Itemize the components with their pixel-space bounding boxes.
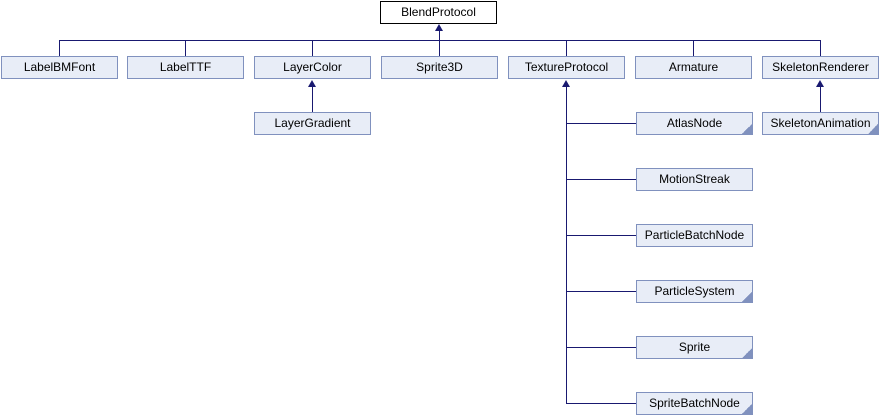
node-skeletonanimation-label: SkeletonAnimation xyxy=(770,116,871,130)
node-labelbmfont-label: LabelBMFont xyxy=(23,60,96,74)
edge-stub-labelttf xyxy=(185,40,186,57)
arrowhead-to-blendprotocol xyxy=(435,24,443,31)
node-particlebatchnode[interactable]: ParticleBatchNode xyxy=(636,224,753,247)
truncated-corner-icon xyxy=(742,348,752,358)
node-motionstreak-label: MotionStreak xyxy=(659,172,730,186)
truncated-corner-icon xyxy=(868,124,878,134)
edge-blendprotocol-stem xyxy=(439,30,440,40)
truncated-corner-icon xyxy=(742,124,752,134)
arrowhead-to-textureprotocol xyxy=(562,80,570,87)
node-particlesystem[interactable]: ParticleSystem xyxy=(636,280,753,303)
node-labelbmfont[interactable]: LabelBMFont xyxy=(1,56,118,79)
arrowhead-to-layercolor xyxy=(308,80,316,87)
edge-branch-atlasnode xyxy=(566,123,636,124)
edge-textureprotocol-trunk xyxy=(566,86,567,404)
edge-stub-labelbmfont xyxy=(59,40,60,57)
node-atlasnode-label: AtlasNode xyxy=(666,116,723,130)
truncated-corner-icon xyxy=(742,404,752,414)
edge-bus xyxy=(59,40,821,41)
edge-stub-sprite3d xyxy=(439,40,440,57)
node-armature-label: Armature xyxy=(668,60,719,74)
node-spritebatchnode-label: SpriteBatchNode xyxy=(649,396,740,410)
node-layergradient-label: LayerGradient xyxy=(274,116,351,130)
edge-stub-textureprotocol xyxy=(566,40,567,57)
node-layercolor[interactable]: LayerColor xyxy=(254,56,371,79)
edge-branch-particlesystem xyxy=(566,291,636,292)
node-labelttf-label: LabelTTF xyxy=(159,60,212,74)
edge-branch-spritebatchnode xyxy=(566,403,636,404)
node-textureprotocol-label: TextureProtocol xyxy=(524,60,609,74)
edge-branch-particlebatchnode xyxy=(566,235,636,236)
node-motionstreak[interactable]: MotionStreak xyxy=(636,168,753,191)
node-layergradient[interactable]: LayerGradient xyxy=(254,112,371,135)
node-labelttf[interactable]: LabelTTF xyxy=(127,56,244,79)
edge-stub-armature xyxy=(693,40,694,57)
edge-branch-sprite xyxy=(566,347,636,348)
node-skeletonanimation[interactable]: SkeletonAnimation xyxy=(762,112,879,135)
node-sprite[interactable]: Sprite xyxy=(636,336,753,359)
node-textureprotocol[interactable]: TextureProtocol xyxy=(508,56,625,79)
node-skeletonrenderer-label: SkeletonRenderer xyxy=(772,60,869,74)
truncated-corner-icon xyxy=(742,292,752,302)
node-particlebatchnode-label: ParticleBatchNode xyxy=(644,228,745,242)
node-blendprotocol-label: BlendProtocol xyxy=(401,5,476,19)
node-layercolor-label: LayerColor xyxy=(283,60,342,74)
edge-stub-layercolor xyxy=(312,40,313,57)
node-armature[interactable]: Armature xyxy=(635,56,752,79)
edge-skeletonanimation xyxy=(820,86,821,112)
edge-branch-motionstreak xyxy=(566,179,636,180)
node-sprite-label: Sprite xyxy=(678,340,711,354)
arrowhead-to-skeletonrenderer xyxy=(816,80,824,87)
edge-stub-skeletonrenderer xyxy=(820,40,821,57)
node-sprite3d[interactable]: Sprite3D xyxy=(381,56,498,79)
node-particlesystem-label: ParticleSystem xyxy=(654,284,735,298)
node-skeletonrenderer[interactable]: SkeletonRenderer xyxy=(762,56,879,79)
node-sprite3d-label: Sprite3D xyxy=(416,60,463,74)
node-spritebatchnode[interactable]: SpriteBatchNode xyxy=(636,392,753,415)
edge-layergradient xyxy=(312,86,313,112)
node-atlasnode[interactable]: AtlasNode xyxy=(636,112,753,135)
node-blendprotocol: BlendProtocol xyxy=(380,1,497,24)
